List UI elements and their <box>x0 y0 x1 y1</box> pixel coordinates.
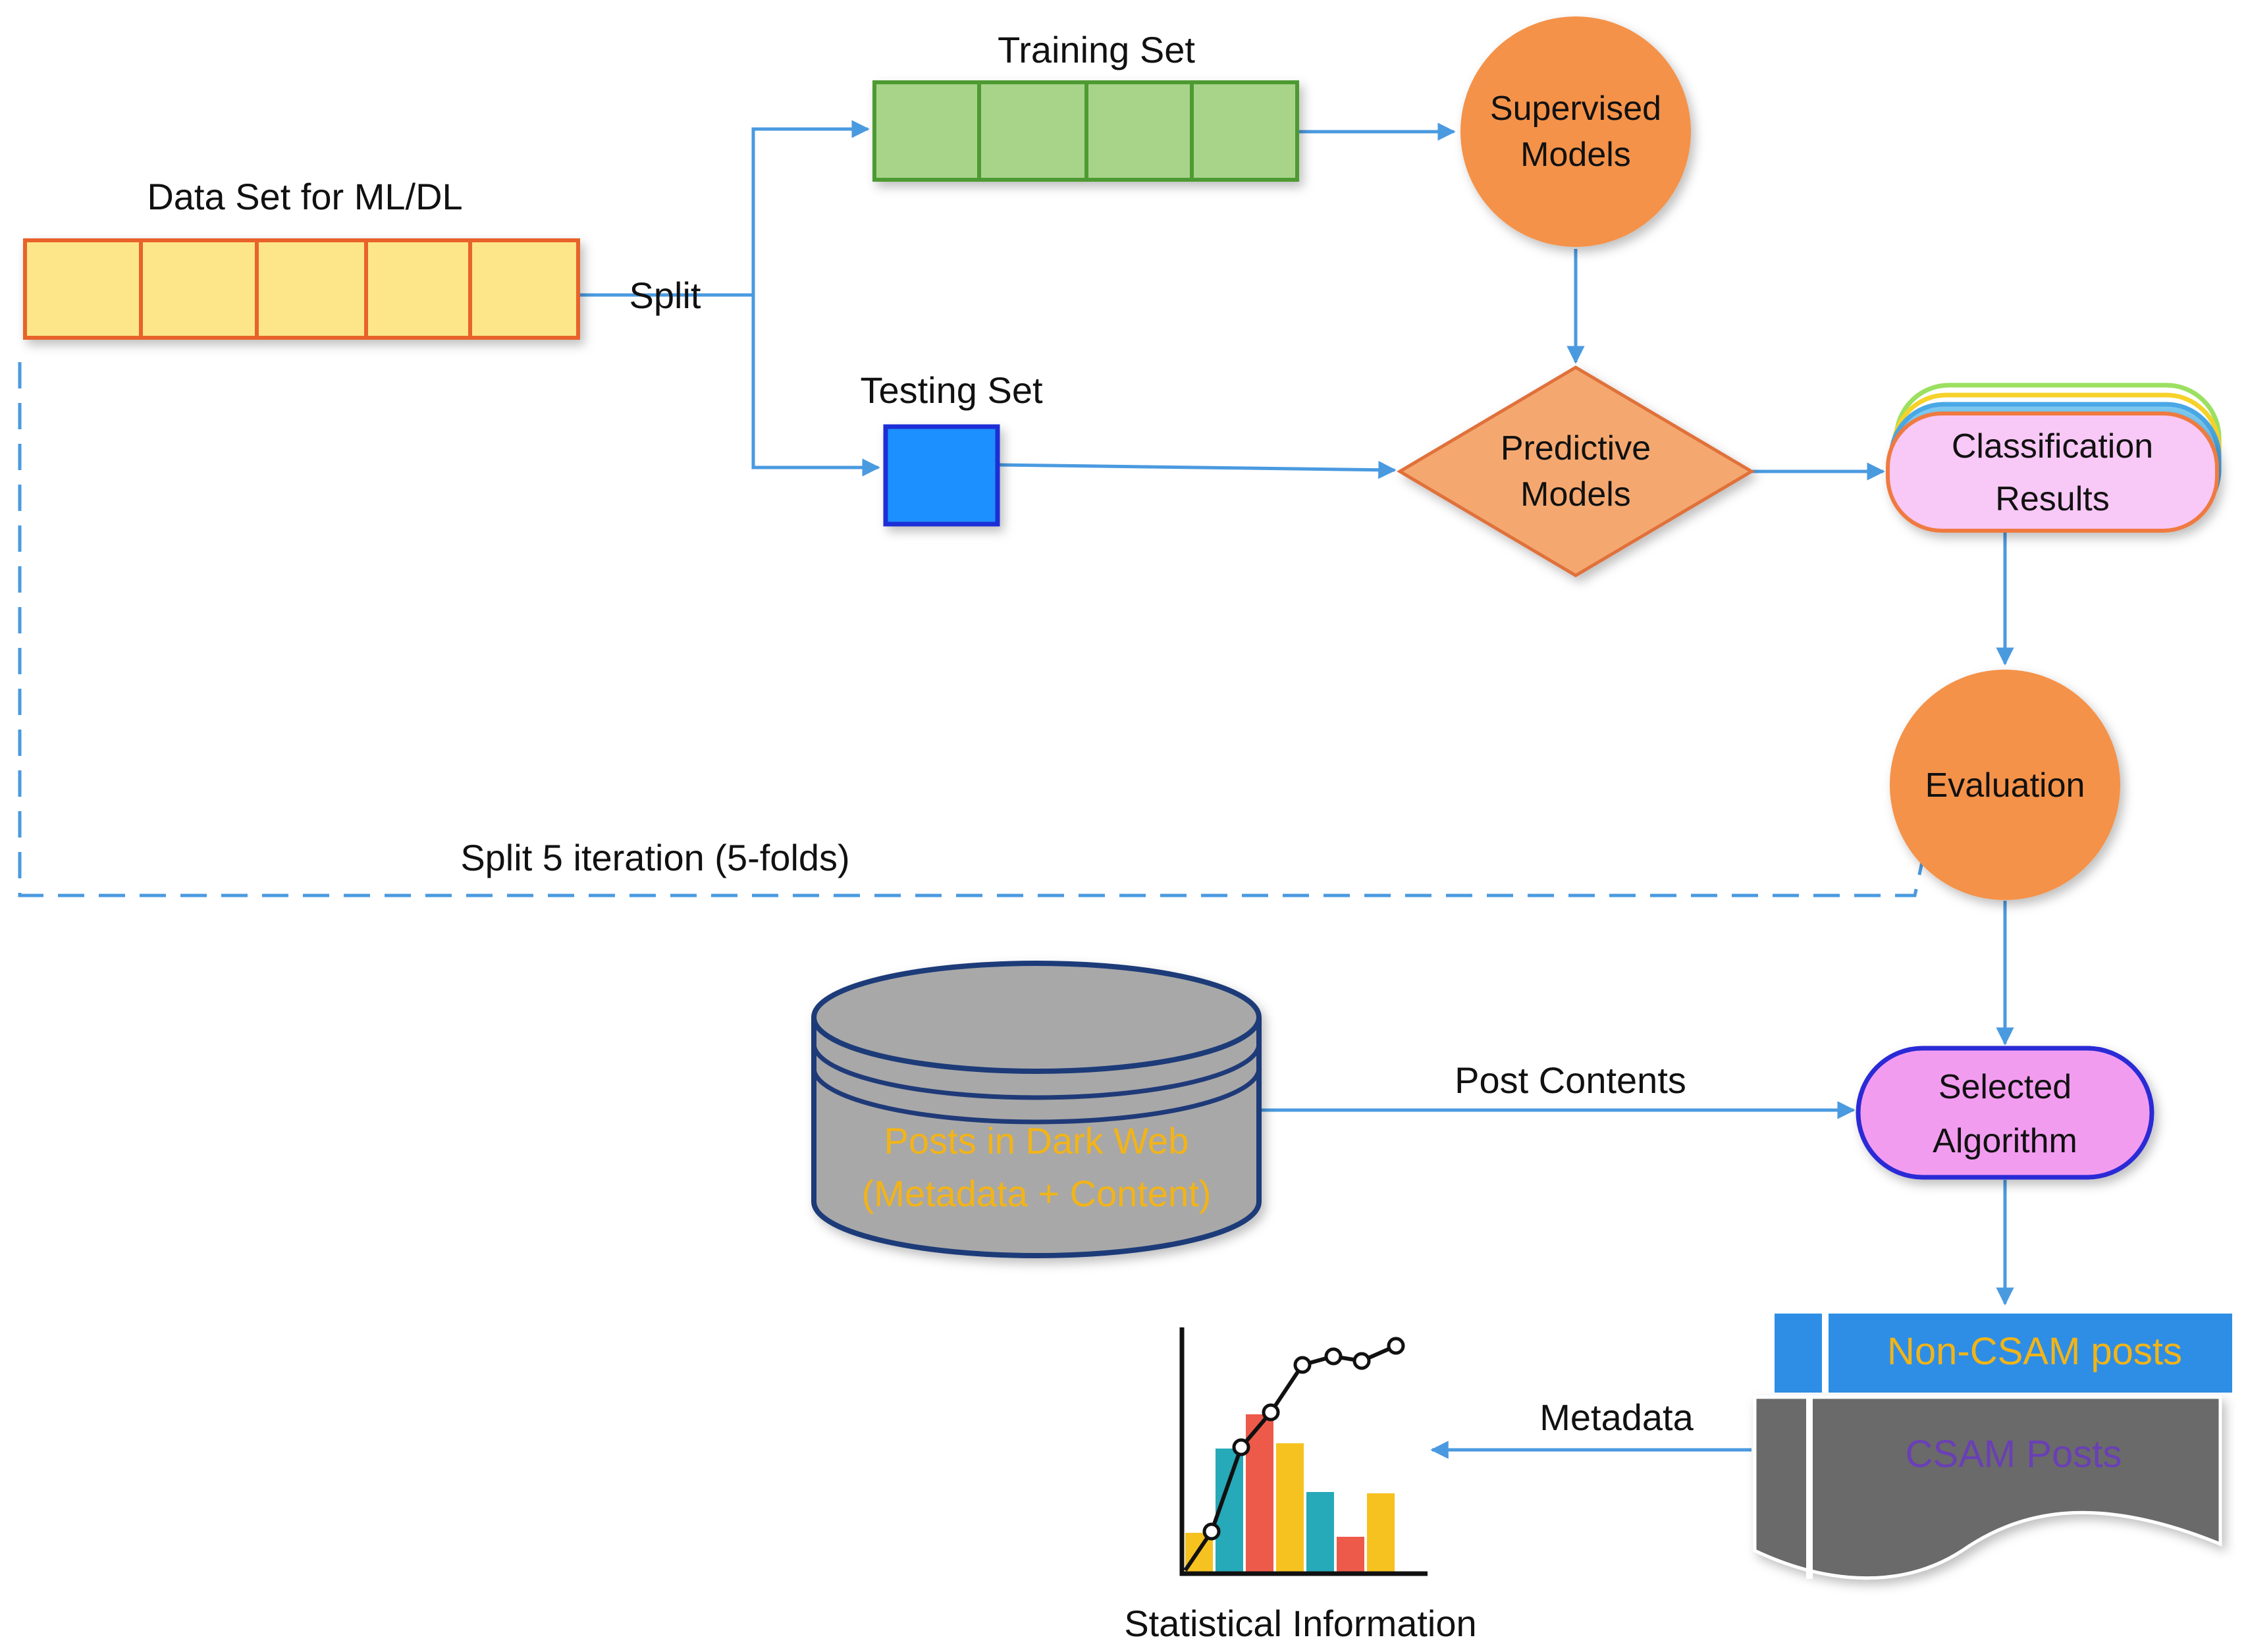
chart-icon-point <box>1262 1403 1280 1422</box>
classification-results-line2: Results <box>1995 480 2109 518</box>
database-label-line1: Posts in Dark Web <box>884 1120 1189 1161</box>
supervised-models-line1: Supervised <box>1490 90 1661 128</box>
database-node: Posts in Dark Web (Metadata + Content) <box>811 961 1262 1258</box>
evaluation-node: Evaluation <box>1890 670 2120 900</box>
split-to-testing-arrow <box>751 295 880 477</box>
chart-icon-bar <box>1337 1537 1364 1572</box>
iteration-label: Split 5 iteration (5-folds) <box>460 837 849 878</box>
bar-line-chart-icon: Statistical Information <box>1124 1327 1477 1644</box>
non-csam-document <box>1775 1314 2232 1393</box>
chart-icon-bar <box>1306 1492 1334 1572</box>
database-band <box>811 1067 1262 1125</box>
predictive-models-node: Predictive Models <box>1397 365 1755 577</box>
testing-set-title: Testing Set <box>860 369 1042 411</box>
chart-icon-bar <box>1367 1493 1395 1572</box>
chart-icon-point <box>1324 1347 1343 1366</box>
post-contents-label: Post Contents <box>1455 1059 1686 1101</box>
connectors <box>18 120 2014 1459</box>
chart-icon-point <box>1293 1356 1312 1374</box>
dataset-node: Data Set for ML/DL <box>23 176 580 340</box>
predictive-models-diamond <box>1397 365 1755 577</box>
fold-iteration-loop-line <box>18 362 1925 897</box>
supervised-models-node: Supervised Models <box>1460 16 1691 247</box>
database-top <box>811 961 1262 1074</box>
dataset-title: Data Set for ML/DL <box>147 176 462 217</box>
database-band <box>811 1043 1262 1100</box>
database-label-line2: (Metadata + Content) <box>862 1173 1212 1214</box>
selected-algorithm-box <box>1856 1046 2154 1180</box>
classification-results-box <box>1886 412 2219 533</box>
chart-icon-point <box>1352 1352 1371 1370</box>
supervised-models-circle <box>1460 16 1691 247</box>
testing-to-predictive-arrow <box>999 460 1397 479</box>
document-stack-icon: Non-CSAM posts CSAM Posts <box>1753 1314 2232 1580</box>
chart-icon-point <box>1232 1438 1250 1456</box>
csam-label: CSAM Posts <box>1906 1433 2122 1476</box>
selected-algorithm-line2: Algorithm <box>1933 1122 2077 1160</box>
selected-algorithm-line1: Selected <box>1939 1068 2072 1106</box>
dataset-box <box>23 238 580 340</box>
chart-icon-point <box>1387 1337 1405 1355</box>
training-set-title: Training Set <box>998 29 1195 70</box>
chart-icon-bar <box>1276 1443 1304 1572</box>
metadata-label: Metadata <box>1539 1397 1694 1438</box>
non-csam-label: Non-CSAM posts <box>1887 1330 2182 1373</box>
selected-algorithm-node: Selected Algorithm <box>1856 1046 2154 1180</box>
csam-document <box>1753 1395 2222 1580</box>
evaluation-label: Evaluation <box>1925 766 2085 805</box>
classification-results-node: Classification Results <box>1886 383 2222 533</box>
supervised-models-line2: Models <box>1520 136 1631 174</box>
predictive-models-line2: Models <box>1520 475 1631 514</box>
statistical-information-label: Statistical Information <box>1124 1603 1476 1644</box>
database-cylinder-icon <box>811 1017 1262 1258</box>
classification-results-line1: Classification <box>1952 427 2153 466</box>
testing-set-box <box>883 424 1000 527</box>
chart-icon-point <box>1202 1522 1221 1541</box>
split-label: Split <box>629 275 701 316</box>
training-set-node: Training Set <box>872 29 1299 182</box>
predictive-models-line1: Predictive <box>1501 429 1651 467</box>
evaluation-circle <box>1890 670 2120 900</box>
testing-set-node: Testing Set <box>860 369 1043 527</box>
chart-icon-axes <box>1179 1327 1428 1576</box>
split-to-training-arrow <box>698 120 870 297</box>
chart-icon-bar <box>1246 1414 1273 1572</box>
